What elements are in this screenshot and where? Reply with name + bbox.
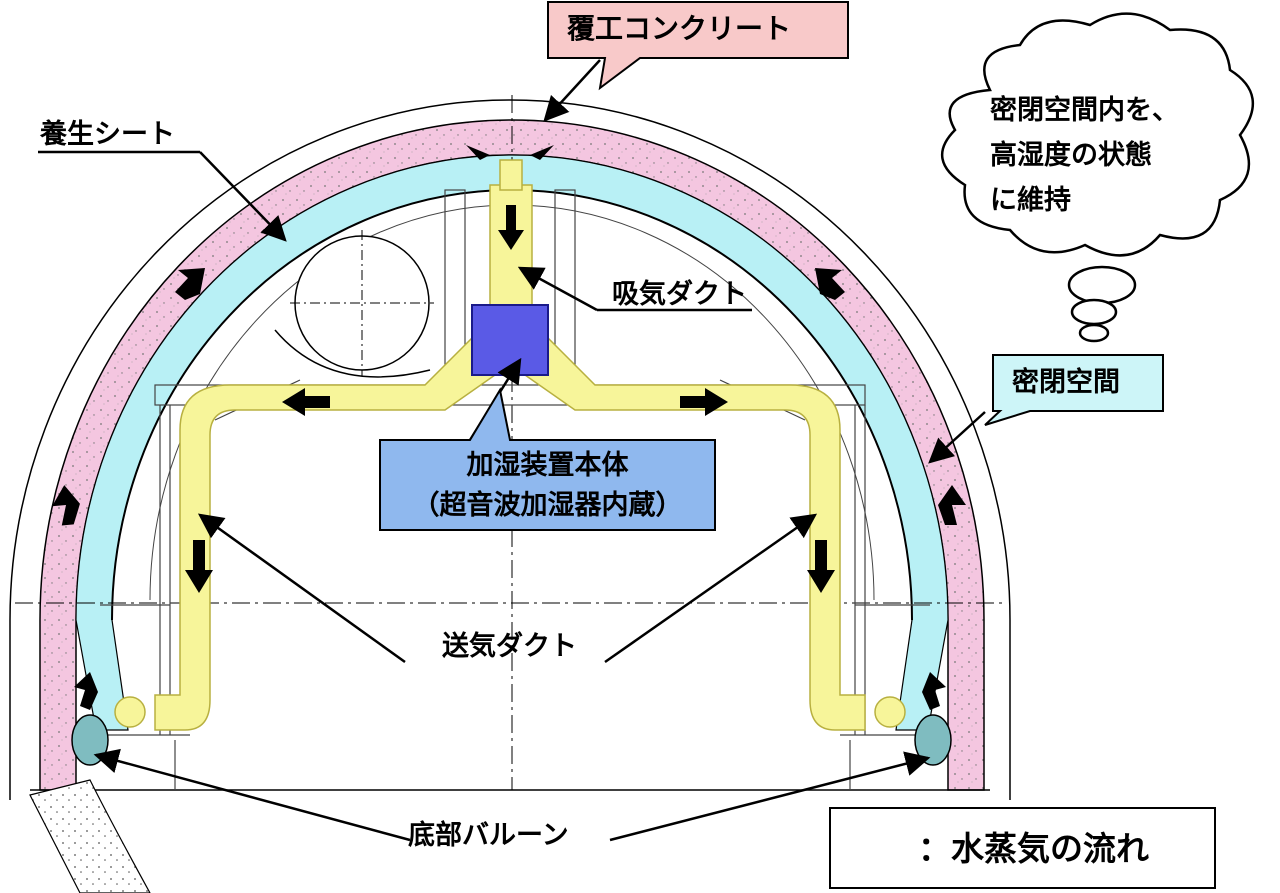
flow-arrow-right-up-1 bbox=[938, 485, 966, 525]
humidifier-unit bbox=[471, 304, 549, 376]
bottom-balloon-right bbox=[914, 714, 952, 766]
outer-arch-line bbox=[9, 99, 1011, 800]
curing-sheet-label: 養生シート bbox=[40, 119, 175, 150]
lining-concrete-callout bbox=[547, 1, 849, 91]
flow-arrow-right-up-3 bbox=[922, 672, 946, 710]
bottom-concrete-slab bbox=[29, 779, 151, 893]
flow-arrow-top-left bbox=[466, 145, 490, 160]
flow-arrow-left-up-2 bbox=[175, 268, 205, 300]
intake-duct-label: 吸気ダクト bbox=[612, 279, 747, 310]
flow-arrow-left-up-3 bbox=[74, 672, 98, 710]
legend-label: ：水蒸気の流れ bbox=[918, 829, 1149, 868]
sealed-space-label: 密閉空間 bbox=[1012, 367, 1120, 398]
humidifier-label-sub: （超音波加湿器内蔵） bbox=[412, 490, 683, 521]
flow-arrow-right-up-2 bbox=[815, 268, 845, 300]
thought-cloud bbox=[940, 12, 1255, 343]
flow-arrow-top-right bbox=[530, 145, 554, 160]
ventilation-pipe bbox=[274, 230, 434, 378]
thought-line-1: 密閉空間内を、 bbox=[990, 95, 1179, 126]
thought-line-3: に維持 bbox=[990, 185, 1071, 216]
flow-arrow-left bbox=[282, 388, 330, 416]
flow-arrow-left-up-1 bbox=[52, 485, 80, 526]
supply-duct-label: 送気ダクト bbox=[442, 631, 577, 662]
humidifier-label-main: 加湿装置本体 bbox=[466, 450, 629, 481]
duct-system bbox=[114, 159, 906, 731]
humidifier-label: 加湿装置本体 （超音波加湿器内蔵） bbox=[380, 446, 715, 526]
legend-box bbox=[829, 807, 1216, 889]
flow-arrow-right bbox=[680, 388, 728, 416]
thought-line-2: 高湿度の状態 bbox=[990, 140, 1152, 171]
sealed-space-callout bbox=[984, 354, 1164, 426]
flow-arrow-intake-down bbox=[498, 205, 524, 250]
bottom-balloon-label: 底部バルーン bbox=[408, 820, 569, 851]
flow-arrow-right-down bbox=[807, 540, 835, 593]
humidifier-callout bbox=[379, 387, 716, 531]
thought-text: 密閉空間内を、 高湿度の状態 に維持 bbox=[990, 88, 1215, 223]
lining-concrete-label: 覆工コンクリート bbox=[567, 12, 792, 45]
flow-arrow-left-down bbox=[185, 540, 213, 593]
